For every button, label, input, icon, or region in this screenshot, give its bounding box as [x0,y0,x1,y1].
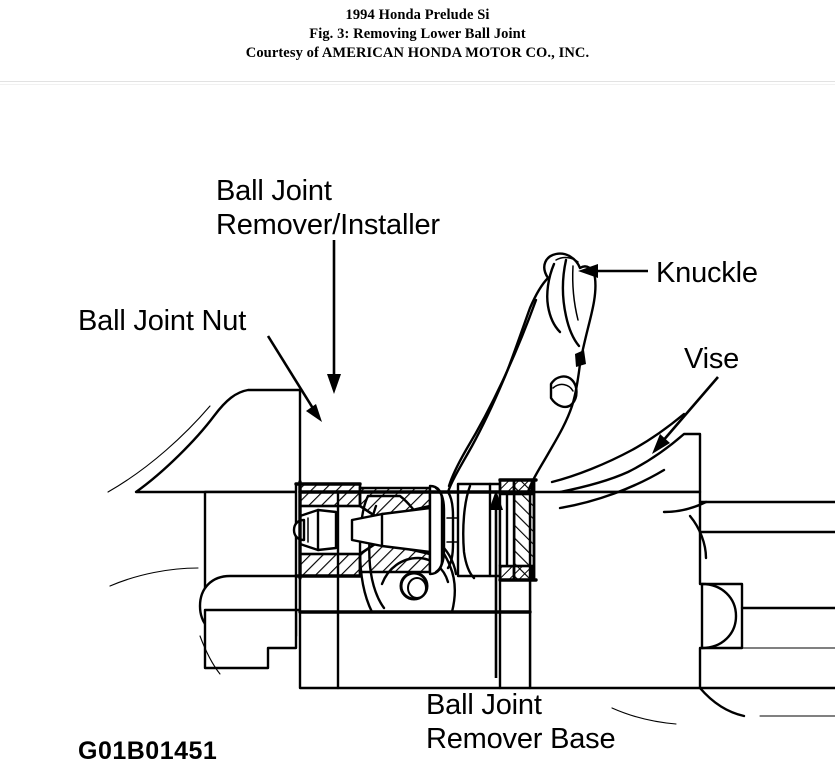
document-header: 1994 Honda Prelude Si Fig. 3: Removing L… [0,0,835,63]
vise-jaw-left [107,388,302,675]
header-divider-secondary [0,84,835,85]
leader-remover-base [489,490,503,678]
leader-ball-joint-nut [266,335,322,422]
header-figure-title: Fig. 3: Removing Lower Ball Joint [309,26,526,42]
leader-knuckle [578,264,648,278]
label-vise: Vise [684,343,739,375]
ball-joint-assembly-section [292,478,538,582]
ball-joint-removal-diagram: Ball Joint Remover/Installer Ball Joint … [78,175,835,755]
label-ball-joint-nut: Ball Joint Nut [78,305,246,337]
knuckle-part [446,252,597,494]
label-remover-installer-line1: Ball Joint [216,175,332,207]
label-remover-base-line2: Remover Base [426,723,615,755]
label-remover-base-line1: Ball Joint [426,689,542,721]
vise-jaw-right [528,412,835,725]
header-courtesy-line: Courtesy of AMERICAN HONDA MOTOR CO., IN… [245,45,590,61]
remover-flange-lower [298,552,362,578]
leader-vise [652,376,719,454]
figure-reference-code: G01B01451 [78,737,218,765]
label-remover-installer-line2: Remover/Installer [216,209,440,241]
header-vehicle-title: 1994 Honda Prelude Si [345,7,490,23]
technical-illustration: Ball Joint Remover/Installer Ball Joint … [0,88,835,756]
leader-remover-installer [327,240,341,394]
remover-base-cup [498,478,538,582]
label-knuckle: Knuckle [656,257,758,289]
remover-flange-upper [298,482,362,508]
header-divider [0,81,835,82]
